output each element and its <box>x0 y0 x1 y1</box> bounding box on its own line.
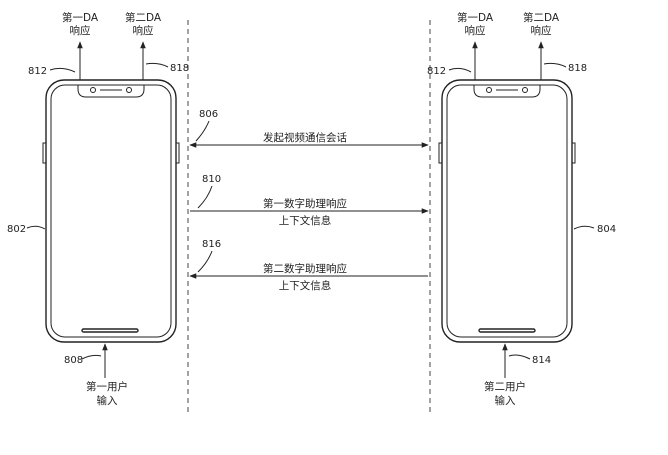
message-816-ref-leader <box>197 250 213 273</box>
right-device-notch <box>473 85 541 98</box>
left-input-label-2: 输入 <box>97 394 118 407</box>
left-top-left-ref-leader <box>49 67 76 73</box>
left-input-ref: 808 <box>64 355 83 366</box>
left-top-right-ref-leader <box>145 62 169 68</box>
left-device-power-button <box>175 142 180 164</box>
left-device-ref-leader <box>26 225 46 230</box>
right-top-right-ref: 818 <box>568 63 587 74</box>
right-device <box>438 79 576 343</box>
left-da1-label-2: 响应 <box>70 24 91 37</box>
message-816-ref: 816 <box>202 239 221 250</box>
right-input-label-1: 第二用户 <box>484 380 526 393</box>
message-810-ref-leader <box>197 185 213 209</box>
left-da1-label-1: 第一DA <box>62 11 99 24</box>
left-top-left-ref: 812 <box>28 66 47 77</box>
message-806-ref-leader <box>195 120 210 142</box>
right-top-left-ref-leader <box>448 67 472 73</box>
left-device-ref: 802 <box>7 224 26 235</box>
message-806-ref: 806 <box>199 109 218 120</box>
right-da2-label-1: 第二DA <box>523 11 560 24</box>
right-da1-label-2: 响应 <box>465 24 486 37</box>
left-da2-label-1: 第二DA <box>125 11 162 24</box>
right-da1-label-1: 第一DA <box>457 11 494 24</box>
right-device-power-button <box>571 142 576 164</box>
message-810-label-2: 上下文信息 <box>279 214 332 227</box>
message-816-label-2: 上下文信息 <box>279 279 332 292</box>
right-device-side-button <box>438 142 443 164</box>
right-device-home-indicator <box>478 328 536 333</box>
left-input-ref-leader <box>81 354 102 360</box>
right-da2-label-2: 响应 <box>531 24 552 37</box>
right-top-right-ref-leader <box>543 62 567 68</box>
left-input-label-1: 第一用户 <box>86 380 128 393</box>
right-input-ref: 814 <box>532 355 551 366</box>
right-device-ref: 804 <box>597 224 616 235</box>
right-input-label-2: 输入 <box>495 394 516 407</box>
right-top-left-ref: 812 <box>427 66 446 77</box>
left-device-home-indicator <box>81 328 139 333</box>
right-device-ref-leader <box>573 225 595 230</box>
message-810-ref: 810 <box>202 174 221 185</box>
message-806-label: 发起视频通信会话 <box>263 131 347 144</box>
left-device-side-button <box>42 142 47 164</box>
message-816-label-1: 第二数字助理响应 <box>263 262 347 275</box>
left-device-notch <box>77 85 145 98</box>
message-810-label-1: 第一数字助理响应 <box>263 197 347 210</box>
left-device <box>42 79 180 343</box>
left-top-right-ref: 818 <box>170 63 189 74</box>
left-da2-label-2: 响应 <box>133 24 154 37</box>
right-input-ref-leader <box>508 354 531 360</box>
